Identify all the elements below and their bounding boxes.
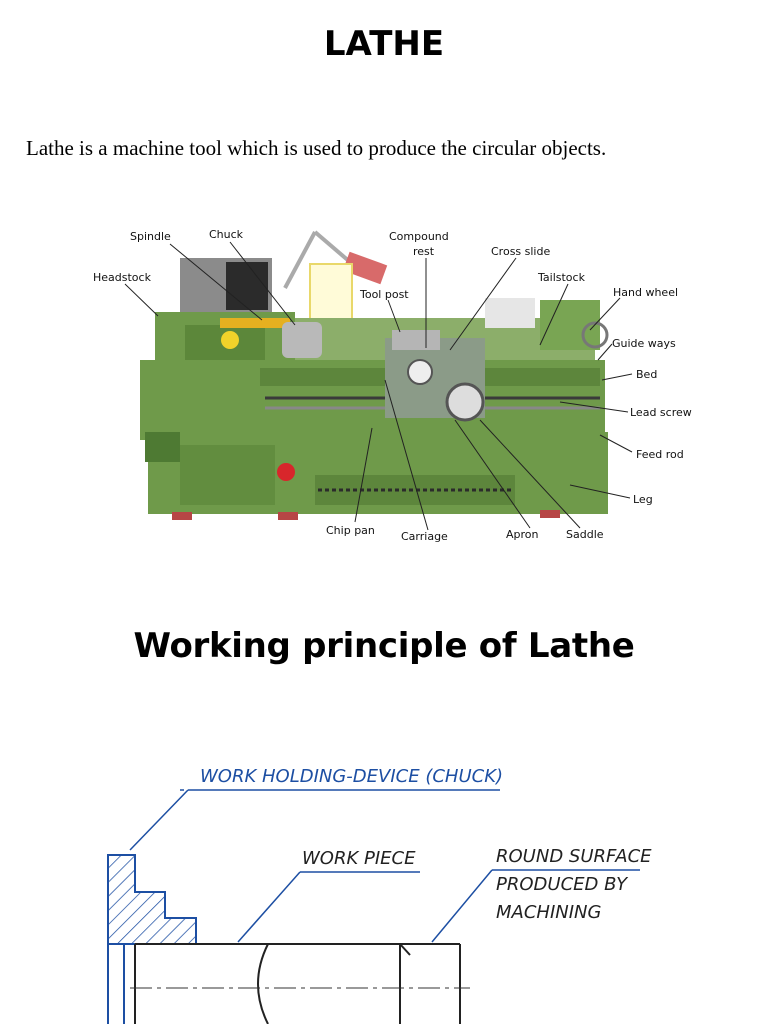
label-round-surface-1: ROUND SURFACE [496,846,652,867]
label-spindle: Spindle [130,230,171,243]
label-chuck: Chuck [209,228,244,241]
label-saddle: Saddle [566,528,604,541]
label-compound: Compound [389,230,449,243]
label-rest: rest [413,245,435,258]
label-bed: Bed [636,368,657,381]
lathe-machine-image [140,230,609,520]
label-hand-wheel: Hand wheel [613,286,678,299]
chuck-section [107,854,197,945]
label-round-surface-3: MACHINING [496,902,601,923]
label-round-surface-2: PRODUCED BY [496,874,629,895]
page-title: LATHE [323,24,445,64]
label-carriage: Carriage [401,530,448,543]
lathe-diagram: Spindle Chuck Compound rest Cross slide … [93,228,692,543]
label-leg: Leg [633,493,653,506]
label-headstock: Headstock [93,271,152,284]
leader-lines [129,789,640,943]
label-guide-ways: Guide ways [612,337,676,350]
label-feed-rod: Feed rod [636,448,684,461]
label-lead-screw: Lead screw [630,406,692,419]
label-cross-slide: Cross slide [491,245,550,258]
label-tailstock: Tailstock [537,271,586,284]
working-principle-diagram: WORK HOLDING-DEVICE (CHUCK) WORK PIECE R… [107,766,652,1024]
label-work-piece: WORK PIECE [302,848,416,869]
section-title: Working principle of Lathe [133,626,635,666]
work-piece-outline [134,943,461,1024]
intro-text: Lathe is a machine tool which is used to… [26,136,607,160]
label-work-holding-device: WORK HOLDING-DEVICE (CHUCK) [200,766,503,787]
label-apron: Apron [506,528,539,541]
label-chip-pan: Chip pan [326,524,375,537]
label-tool-post: Tool post [359,288,409,301]
